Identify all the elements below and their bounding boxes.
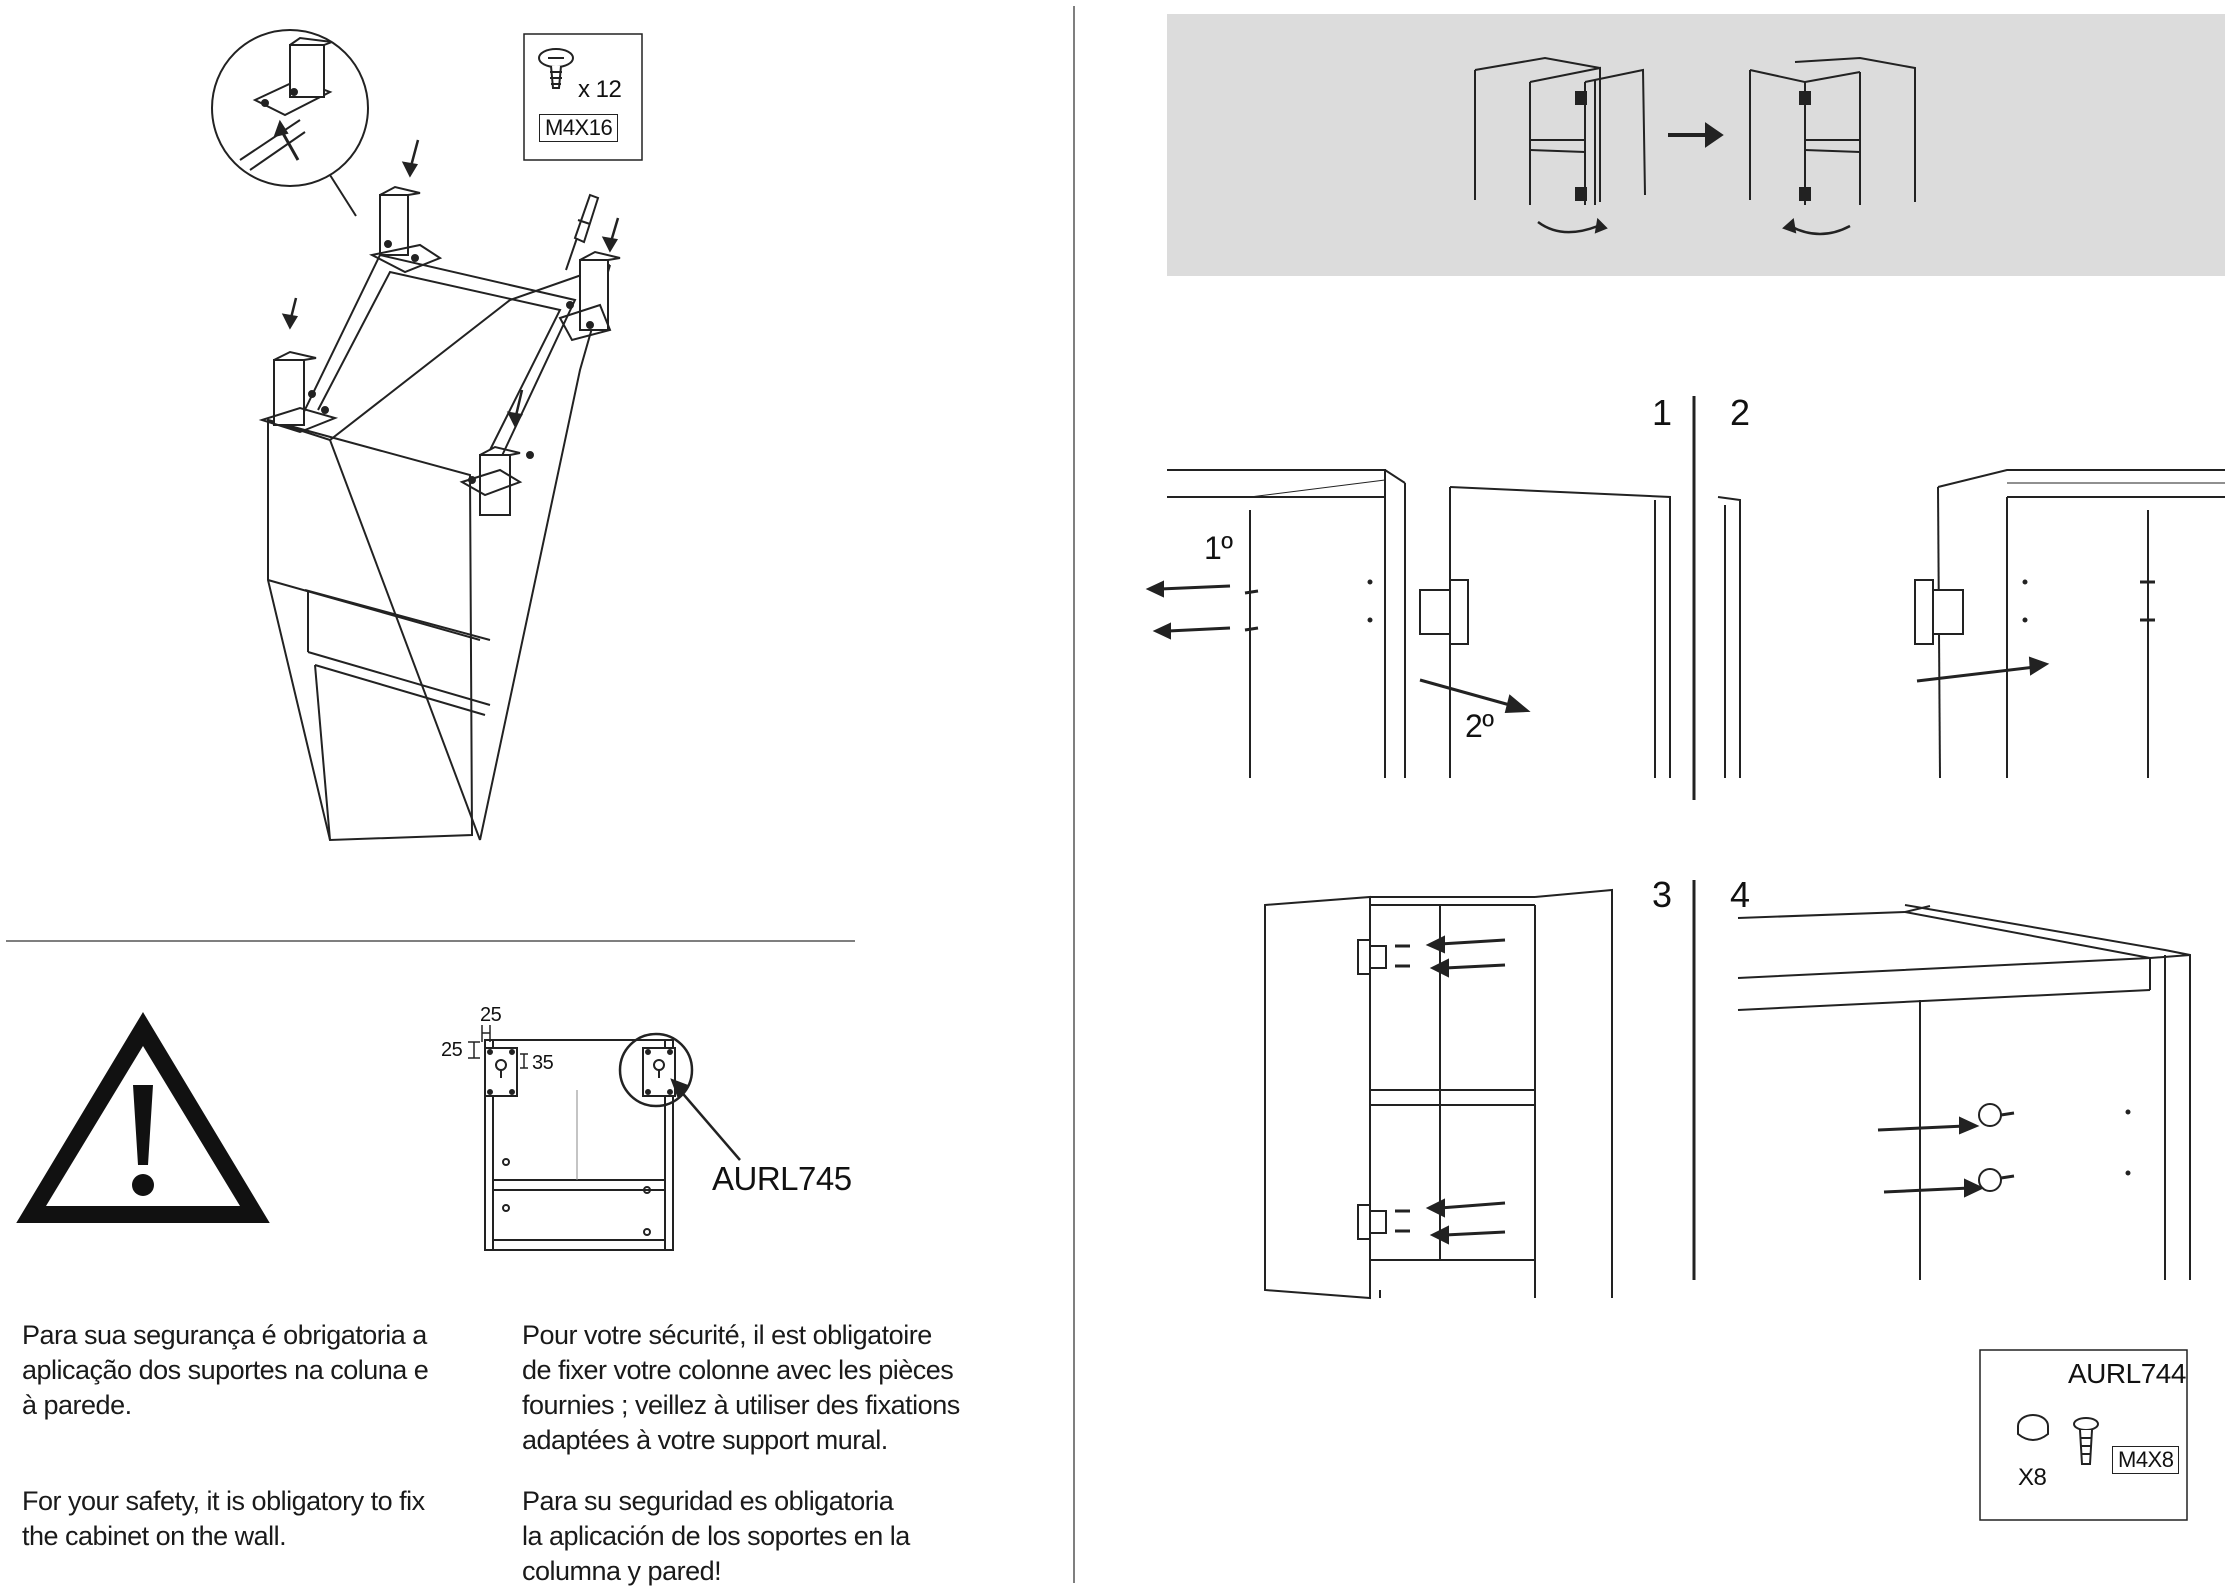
safety-text-fr: Pour votre sécurité, il est obligatoire … xyxy=(522,1320,960,1455)
screw-kit-box-frame xyxy=(524,34,642,160)
cabinet-door-after xyxy=(1750,58,1915,234)
bracket-dim-right: 35 xyxy=(532,1052,554,1074)
warning-triangle-icon xyxy=(18,1014,268,1222)
order-label-first: 1º xyxy=(1204,530,1233,566)
safety-text-es: Para su seguridad es obligatoria la apli… xyxy=(522,1486,910,1586)
kit-quantity: X8 xyxy=(2018,1464,2047,1491)
bracket-reference: AURL745 xyxy=(712,1160,852,1197)
bracket-dim-left: 25 xyxy=(441,1039,463,1061)
kit-reference: AURL744 xyxy=(2068,1358,2186,1389)
step-3-drawing xyxy=(1265,890,1612,1298)
screw-kit-quantity: x 12 xyxy=(578,76,622,103)
step-4-drawing xyxy=(1738,905,2190,1280)
column-cabinet-drawing xyxy=(212,30,620,840)
step-1-number: 1 xyxy=(1652,392,1672,433)
kit-code: M4X8 xyxy=(2112,1446,2180,1474)
step-3-number: 3 xyxy=(1652,874,1672,915)
step-1-drawing xyxy=(1148,470,1670,778)
bumper-pad-icon xyxy=(2018,1415,2048,1440)
step-4-number: 4 xyxy=(1730,874,1750,915)
step-2-number: 2 xyxy=(1730,392,1750,433)
arrow-right-icon xyxy=(1668,124,1722,146)
safety-text-en: For your safety, it is obligatory to fix… xyxy=(22,1486,425,1551)
order-label-second: 2º xyxy=(1465,708,1494,744)
small-screw-icon xyxy=(2074,1418,2098,1464)
screw-kit-code: M4X16 xyxy=(539,114,619,142)
step-2-drawing xyxy=(1718,470,2225,778)
wall-bracket-drawing xyxy=(468,1025,740,1250)
header-panel xyxy=(1167,14,2225,276)
kit-box-frame xyxy=(1980,1350,2187,1520)
screw-icon xyxy=(539,49,573,88)
safety-text-pt: Para sua segurança é obrigatoria a aplic… xyxy=(22,1320,429,1420)
bracket-dim-top: 25 xyxy=(480,1004,502,1026)
cabinet-door-before xyxy=(1475,58,1645,232)
